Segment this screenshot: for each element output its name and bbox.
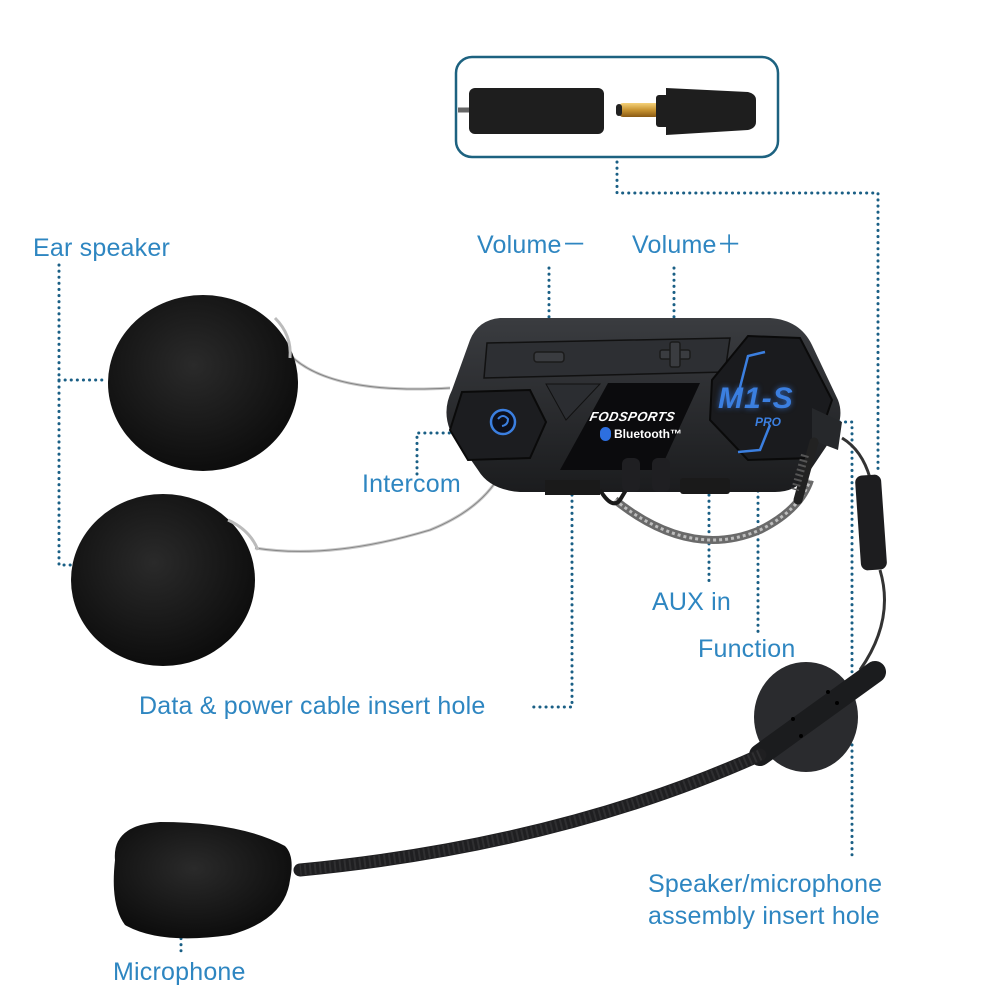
bluetooth-text: Bluetooth™ [614,427,682,441]
helmet-icon [489,408,517,436]
boom-mic-mount [749,661,886,772]
volume-minus-button [533,351,565,363]
label-volume-plus: Volume＋ [632,231,742,259]
mic-inline-module [855,474,887,571]
label-ear-speaker: Ear speaker [33,234,170,262]
label-intercom: Intercom [362,470,461,498]
connector-inset [454,55,780,159]
label-aux-in: AUX in [652,588,732,616]
data-power-port [545,480,600,495]
aux-port-cap [622,458,640,492]
gold-pin [619,103,659,117]
volume-plus-button [659,341,691,368]
leader-speaker-mic [813,420,854,862]
label-speaker-mic-assembly: Speaker/microphone assembly insert hole [648,870,883,930]
speaker-mic-plug [812,408,842,450]
bluetooth-icon [600,427,611,441]
brand-logo: FODSPORTS [588,409,677,424]
label-function: Function [698,635,796,663]
volume-bar [483,337,731,379]
label-microphone: Microphone [113,958,246,986]
mic-cable-lower [858,569,886,671]
intercom-unit [446,318,842,506]
ear-speaker-1 [108,295,298,471]
gooseneck-boom [293,748,767,877]
leader-ear-speaker [57,263,74,567]
logo-panel [560,383,700,470]
female-plug [469,88,604,134]
function-button [708,334,834,462]
mic-cable-upper [841,436,872,479]
male-plug [666,88,756,135]
aux-port [680,478,730,494]
label-volume-minus: Volume－ [477,231,587,259]
leader-data-power [530,493,574,709]
model-name: M1-S [718,382,794,415]
ear-speaker-2 [71,494,260,666]
label-data-power-cable: Data & power cable insert hole [139,692,486,720]
model-suffix: PRO [755,415,782,429]
microphone-foam [113,822,292,939]
